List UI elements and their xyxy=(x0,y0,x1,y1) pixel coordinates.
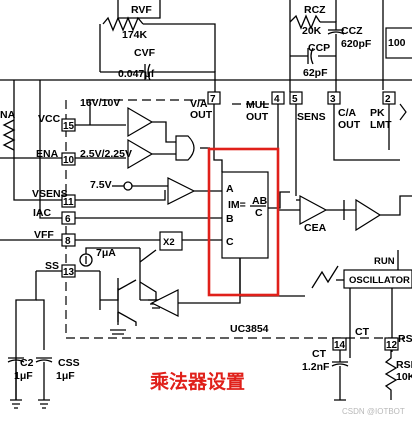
svg-text:16V/10V: 16V/10V xyxy=(80,97,120,109)
svg-text:RS: RS xyxy=(398,333,412,345)
svg-text:C: C xyxy=(226,236,234,248)
multiplier-highlight xyxy=(207,147,280,297)
svg-text:8: 8 xyxy=(65,236,71,247)
svg-text:20K: 20K xyxy=(302,25,322,37)
svg-text:NA: NA xyxy=(0,109,16,121)
svg-text:7.5V: 7.5V xyxy=(90,179,112,191)
svg-text:10K: 10K xyxy=(396,371,412,383)
svg-text:100: 100 xyxy=(388,37,406,49)
ic-boundary xyxy=(65,100,405,339)
svg-text:SS: SS xyxy=(45,260,59,272)
svg-text:0.047μf: 0.047μf xyxy=(118,68,155,80)
caption: 乘法器设置 xyxy=(149,370,245,393)
svg-text:620pF: 620pF xyxy=(341,38,372,50)
svg-text:CT: CT xyxy=(355,326,370,338)
svg-text:OUT: OUT xyxy=(190,109,213,121)
svg-text:V/A: V/A xyxy=(190,98,208,110)
svg-text:SENS: SENS xyxy=(297,111,326,123)
svg-text:2.5V/2.25V: 2.5V/2.25V xyxy=(80,148,132,160)
svg-text:ENA: ENA xyxy=(36,148,59,160)
svg-text:1.2nF: 1.2nF xyxy=(302,361,330,373)
svg-text:CCP: CCP xyxy=(308,42,330,54)
svg-text:4: 4 xyxy=(274,94,280,105)
svg-text:RVF: RVF xyxy=(131,4,152,16)
svg-text:C/A: C/A xyxy=(338,107,357,119)
svg-text:PK: PK xyxy=(370,107,385,119)
svg-text:CCZ: CCZ xyxy=(341,25,363,37)
svg-text:OSCILLATOR: OSCILLATOR xyxy=(349,275,410,286)
svg-text:C2: C2 xyxy=(20,357,34,369)
svg-text:AB: AB xyxy=(252,195,268,207)
svg-text:VCC: VCC xyxy=(38,113,61,125)
svg-text:CVF: CVF xyxy=(134,47,156,59)
pin-va-out: 7 xyxy=(207,91,221,105)
multiplier-block xyxy=(221,171,269,259)
svg-text:X2: X2 xyxy=(163,237,175,248)
svg-text:1μF: 1μF xyxy=(56,370,75,382)
svg-text:C: C xyxy=(255,207,263,219)
svg-text:1μF: 1μF xyxy=(14,370,33,382)
svg-text:5: 5 xyxy=(292,94,298,105)
svg-text:7: 7 xyxy=(210,94,216,105)
svg-text:CSS: CSS xyxy=(58,357,80,369)
svg-text:LMT: LMT xyxy=(370,119,392,131)
svg-text:OUT: OUT xyxy=(246,111,269,123)
svg-text:3: 3 xyxy=(330,94,336,105)
svg-text:VSENS: VSENS xyxy=(32,188,68,200)
svg-text:CT: CT xyxy=(312,348,327,360)
svg-text:10: 10 xyxy=(63,155,75,166)
svg-text:RSET: RSET xyxy=(396,359,412,371)
svg-text:7μA: 7μA xyxy=(96,247,116,259)
resistor-rvf xyxy=(102,16,144,32)
svg-text:VFF: VFF xyxy=(34,229,54,241)
svg-text:12: 12 xyxy=(386,340,398,351)
svg-text:RUN: RUN xyxy=(374,256,395,267)
svg-text:14: 14 xyxy=(334,340,346,351)
svg-text:IAC: IAC xyxy=(33,207,52,219)
svg-text:MUL: MUL xyxy=(246,99,269,111)
svg-text:UC3854: UC3854 xyxy=(230,323,269,335)
svg-text:A: A xyxy=(226,183,234,195)
svg-text:IM=: IM= xyxy=(228,199,246,211)
svg-text:13: 13 xyxy=(63,267,75,278)
watermark: CSDN @IOTBOT xyxy=(342,407,405,416)
svg-text:15: 15 xyxy=(63,121,75,132)
svg-text:174K: 174K xyxy=(122,29,148,41)
svg-text:11: 11 xyxy=(63,197,74,208)
svg-text:2: 2 xyxy=(385,94,391,105)
svg-text:6: 6 xyxy=(65,214,71,225)
svg-text:RCZ: RCZ xyxy=(304,4,326,16)
svg-text:OUT: OUT xyxy=(338,119,361,131)
svg-text:B: B xyxy=(226,213,234,225)
svg-text:62pF: 62pF xyxy=(303,67,328,79)
svg-text:CEA: CEA xyxy=(304,222,327,234)
